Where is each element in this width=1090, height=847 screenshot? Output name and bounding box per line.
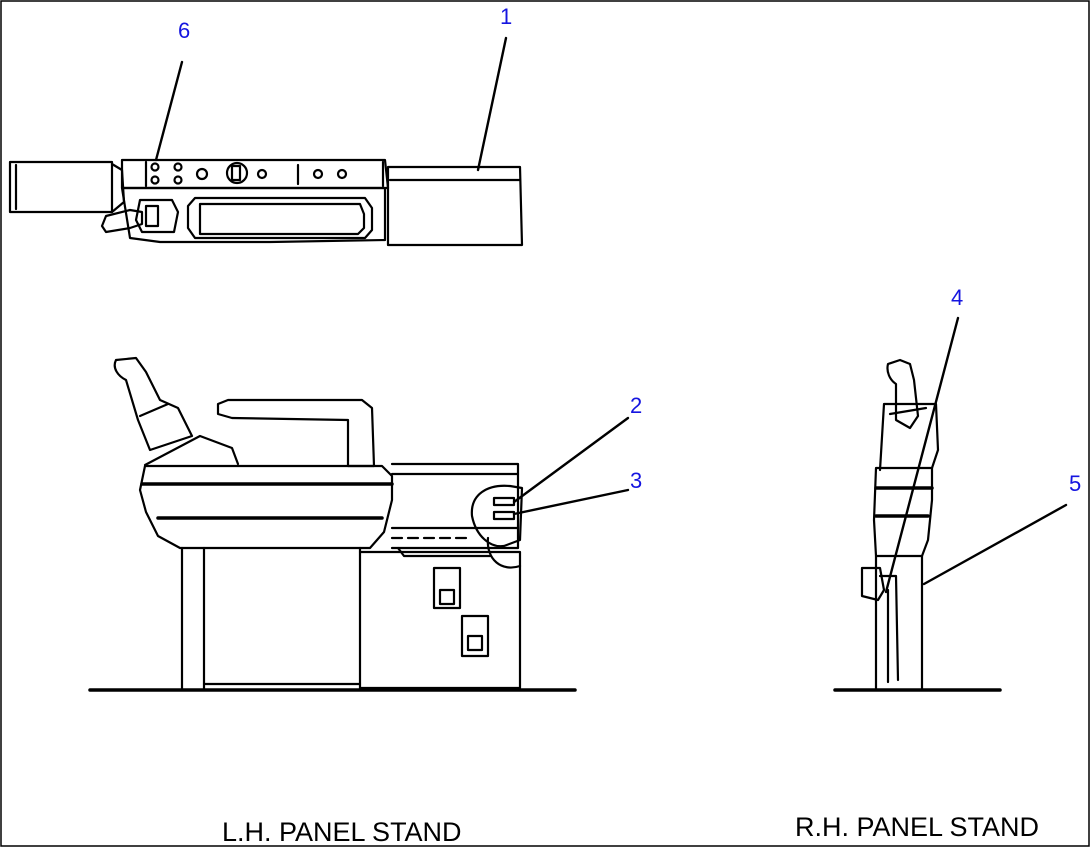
top-control-strip bbox=[120, 158, 390, 190]
callout-5: 5 bbox=[1069, 471, 1082, 496]
lh-pedal-2 bbox=[460, 614, 490, 658]
top-right-block bbox=[386, 165, 524, 247]
callout-2: 2 bbox=[630, 393, 643, 418]
leader-1 bbox=[476, 36, 508, 172]
callout-1: 1 bbox=[500, 4, 513, 29]
lh-console-body bbox=[138, 464, 394, 550]
lh-switch-housing bbox=[470, 484, 524, 548]
top-view bbox=[8, 158, 524, 247]
callout-6: 6 bbox=[178, 18, 191, 43]
top-lever-handle bbox=[100, 208, 144, 234]
top-body bbox=[120, 186, 387, 244]
lh-base-box bbox=[358, 550, 522, 690]
rh-side-view bbox=[833, 316, 1068, 692]
leader-6 bbox=[154, 60, 184, 162]
leader-2 bbox=[512, 416, 630, 504]
caption-rh-panel-stand: R.H. PANEL STAND bbox=[795, 812, 1040, 842]
top-lever-base bbox=[134, 198, 180, 234]
lh-right-box bbox=[390, 462, 520, 550]
leader-3 bbox=[512, 488, 630, 516]
leader-5 bbox=[922, 503, 1068, 586]
lh-armrest bbox=[216, 398, 376, 468]
rh-joystick bbox=[886, 358, 920, 430]
lh-pedal-1 bbox=[432, 566, 462, 610]
top-armrest bbox=[186, 196, 374, 240]
rh-console-body bbox=[872, 466, 934, 558]
lh-side-view bbox=[88, 356, 630, 692]
callout-4: 4 bbox=[951, 285, 964, 310]
callout-3: 3 bbox=[630, 468, 643, 493]
caption-lh-panel-stand: L.H. PANEL STAND bbox=[222, 817, 462, 847]
lh-switch-2 bbox=[492, 496, 516, 507]
leader-4 bbox=[884, 316, 960, 594]
top-left-housing bbox=[8, 160, 114, 214]
lh-joystick bbox=[113, 356, 194, 452]
lh-switch-3 bbox=[492, 510, 516, 521]
rh-side-handle bbox=[860, 566, 886, 602]
